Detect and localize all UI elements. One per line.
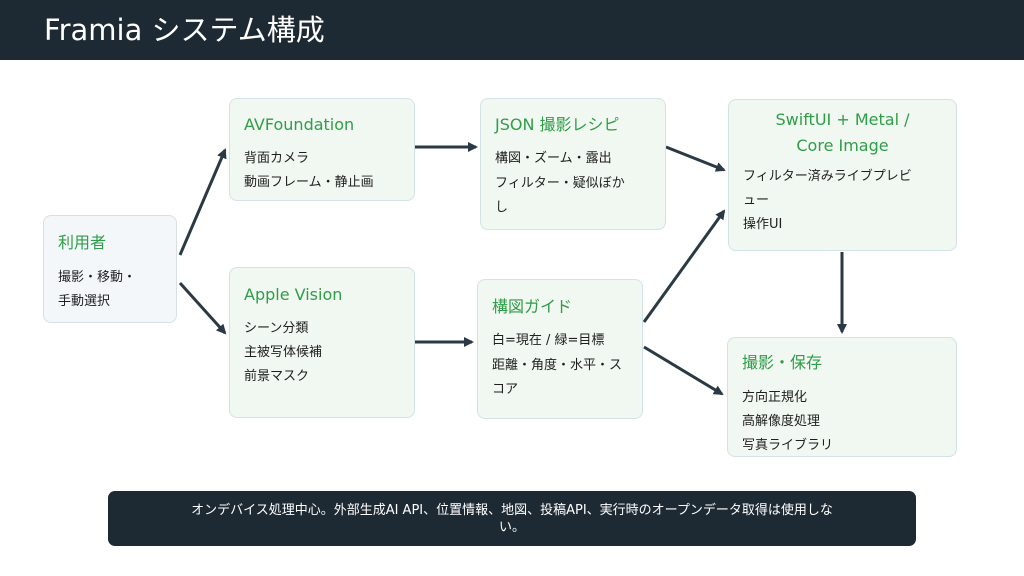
node-composition-guide-title: 構図ガイド	[492, 297, 573, 316]
node-json-recipe-line-2: フィルター・疑似ぼか	[495, 176, 625, 191]
node-capture-save-title: 撮影・保存	[742, 353, 823, 372]
node-apple-vision-line-1: シーン分類	[244, 321, 309, 336]
node-swiftui-metal-line-1: フィルター済みライブプレビ	[743, 169, 912, 184]
node-capture-save-line-2: 高解像度処理	[742, 414, 821, 429]
node-avfoundation: AVFoundation 背面カメラ 動画フレーム・静止画	[229, 98, 415, 201]
arrow-guide-to-capture	[643, 345, 724, 396]
arrow-user-to-vision	[178, 281, 227, 335]
page-title: Framia システム構成	[44, 13, 325, 47]
arrow-user-to-avfoundation	[178, 148, 227, 256]
node-swiftui-metal-title-2: Core Image	[796, 136, 889, 155]
node-composition-guide-line-1: 白=現在 / 緑=目標	[492, 333, 605, 348]
node-json-recipe: JSON 撮影レシピ 構図・ズーム・露出 フィルター・疑似ぼか し	[480, 98, 666, 230]
node-json-recipe-line-1: 構図・ズーム・露出	[495, 151, 612, 166]
node-capture-save-line-3: 写真ライブラリ	[742, 438, 834, 453]
node-swiftui-metal: SwiftUI + Metal / Core Image フィルター済みライブプ…	[728, 99, 957, 251]
node-composition-guide: 構図ガイド 白=現在 / 緑=目標 距離・角度・水平・ス コア	[477, 279, 643, 419]
node-json-recipe-title: JSON 撮影レシピ	[495, 115, 620, 134]
node-avfoundation-title: AVFoundation	[244, 115, 355, 134]
node-apple-vision-line-2: 主被写体候補	[244, 345, 323, 360]
node-avfoundation-line-2: 動画フレーム・静止画	[244, 175, 374, 190]
node-swiftui-metal-title-1: SwiftUI + Metal /	[775, 110, 910, 129]
footer-note: オンデバイス処理中心。外部生成AI API、位置情報、地図、投稿API、実行時の…	[108, 491, 916, 546]
node-user-title: 利用者	[58, 233, 107, 252]
node-apple-vision-title: Apple Vision	[244, 285, 343, 304]
node-capture-save-line-1: 方向正規化	[742, 390, 808, 405]
footer-note-line-2: い。	[498, 520, 525, 535]
node-swiftui-metal-line-2: ュー	[743, 193, 770, 208]
node-composition-guide-line-3: コア	[492, 382, 519, 397]
arrow-guide-to-swiftui	[642, 209, 726, 323]
footer-note-line-1: オンデバイス処理中心。外部生成AI API、位置情報、地図、投稿API、実行時の…	[191, 503, 833, 518]
node-user-line-1: 撮影・移動・	[58, 270, 137, 285]
node-user-line-2: 手動選択	[58, 294, 111, 309]
node-json-recipe-line-3: し	[495, 200, 509, 215]
node-composition-guide-line-2: 距離・角度・水平・ス	[492, 358, 623, 373]
node-user: 利用者 撮影・移動・ 手動選択	[43, 215, 177, 323]
node-capture-save: 撮影・保存 方向正規化 高解像度処理 写真ライブラリ	[727, 337, 957, 457]
node-apple-vision: Apple Vision シーン分類 主被写体候補 前景マスク	[229, 267, 415, 418]
header-bar: Framia システム構成	[0, 0, 1024, 60]
node-avfoundation-line-1: 背面カメラ	[244, 151, 310, 166]
node-swiftui-metal-line-3: 操作UI	[743, 217, 783, 232]
node-apple-vision-line-3: 前景マスク	[244, 369, 310, 384]
arrow-json-to-swiftui	[665, 145, 726, 172]
